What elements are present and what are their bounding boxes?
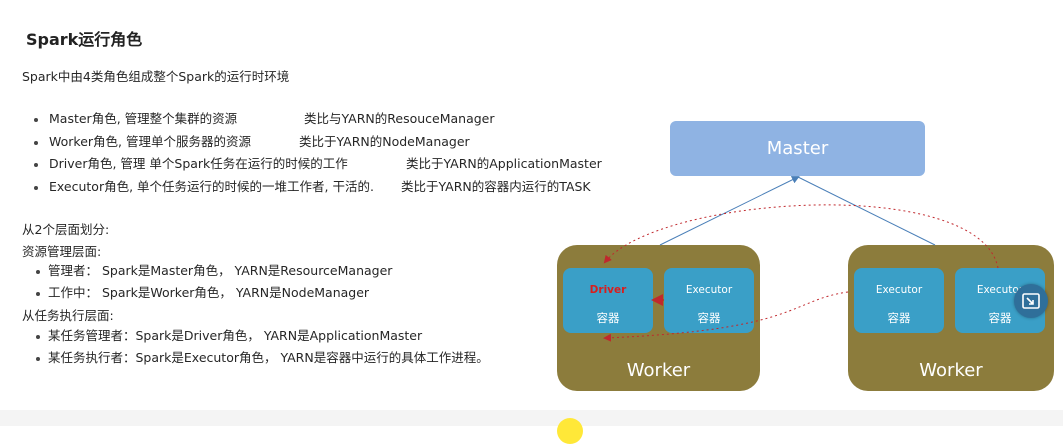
role-text: Worker角色, 管理单个服务器的资源	[49, 133, 251, 149]
container-type: 容器	[887, 311, 911, 325]
worker-node: Driver 容器 Executor 容器 Worker	[557, 245, 760, 391]
list-item: 某任务执行者：Spark是Executor角色， YARN是容器中运行的具体工作…	[34, 347, 489, 369]
spark-architecture-diagram: Master Driver 容器 Executor 容器 Worker Exec…	[557, 121, 1054, 391]
role-text: Driver角色, 管理 单个Spark任务在运行的时候的工作	[49, 156, 348, 171]
resource-list: 管理者： Spark是Master角色， YARN是ResourceManage…	[34, 260, 392, 304]
task-heading: 从任务执行层面:	[22, 308, 114, 323]
worker-to-master-line	[797, 176, 936, 246]
container-type: 容器	[596, 311, 620, 325]
container-name: Driver	[589, 284, 627, 296]
task-list: 某任务管理者：Spark是Driver角色， YARN是ApplicationM…	[34, 325, 489, 369]
container-name: Executor	[875, 284, 923, 296]
executor-to-driver-arrow	[603, 291, 849, 342]
worker-to-master-line	[659, 176, 800, 246]
executor-to-driver-arrow	[603, 204, 999, 269]
analogy-text: 类比于YARN的容器内运行的TASK	[401, 178, 591, 194]
role-text: Master角色, 管理整个集群的资源	[49, 111, 238, 126]
executor-container: Executor 容器	[664, 268, 754, 333]
list-item: 工作中： Spark是Worker角色， YARN是NodeManager	[34, 282, 392, 304]
analogy-text: 类比与YARN的ResouceManager	[304, 111, 495, 126]
bottom-bar	[0, 410, 1063, 426]
executor-container: Executor 容器	[854, 268, 944, 333]
levels-heading: 从2个层面划分:	[22, 222, 110, 237]
container-type: 容器	[988, 311, 1012, 325]
worker-label: Worker	[919, 360, 983, 381]
intro-text: Spark中由4类角色组成整个Spark的运行时环境	[22, 69, 290, 84]
cursor-indicator	[557, 418, 583, 444]
page-title: Spark运行角色	[26, 30, 143, 49]
role-text: Executor角色, 单个任务运行的时候的一堆工作者, 干活的.	[49, 178, 374, 194]
driver-container: Driver 容器	[563, 268, 653, 333]
worker-node: Executor 容器 Executor 容器 Worker	[848, 245, 1054, 391]
container-name: Executor	[976, 284, 1024, 296]
analogy-text: 类比于YARN的NodeManager	[299, 133, 470, 149]
worker-label: Worker	[626, 360, 691, 381]
resource-heading: 资源管理层面:	[22, 244, 102, 259]
master-node: Master	[670, 121, 925, 176]
picture-in-picture-icon[interactable]	[1014, 284, 1048, 318]
list-item: 管理者： Spark是Master角色， YARN是ResourceManage…	[34, 260, 392, 282]
container-name: Executor	[685, 284, 733, 296]
container-type: 容器	[697, 311, 721, 325]
connector-lines	[603, 176, 999, 342]
analogy-text: 类比于YARN的ApplicationMaster	[406, 156, 602, 171]
list-item: 某任务管理者：Spark是Driver角色， YARN是ApplicationM…	[34, 325, 489, 347]
